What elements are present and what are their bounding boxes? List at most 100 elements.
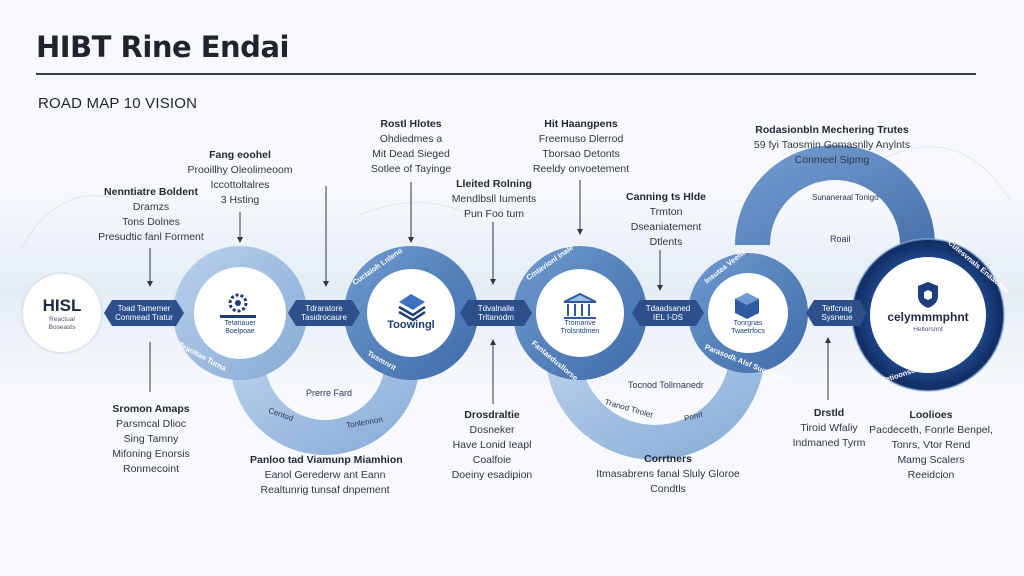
top-3-line-4: Sotlee of Tayinge bbox=[370, 163, 452, 175]
chevron-1-label: Toad Tamemer Conmead Tratur bbox=[112, 304, 176, 322]
disc-3-line-1: Tromanve bbox=[564, 320, 596, 327]
chevron-4-label: Tdaadsaned IEL I-DS bbox=[640, 304, 696, 322]
top-1-line-1: Nenntiatre Boldent bbox=[104, 186, 198, 198]
top-1-line-4: Presudtic fanl Forment bbox=[98, 231, 204, 243]
bottom-2-line-2: Eanol Gerederw ant Eann bbox=[264, 469, 386, 481]
bottom-4-line-1: Corrtners bbox=[644, 453, 692, 465]
book-stack-icon bbox=[398, 294, 426, 322]
start-node-sub-1: Reactual bbox=[49, 316, 75, 323]
bottom-2-line-1: Panloo tad Viamunp Miamhion bbox=[250, 454, 403, 466]
chevron-5-label: Tetfcnag Sysneue bbox=[812, 304, 862, 322]
chevron-2-label: Tdraratore Tasidrocaure bbox=[296, 304, 352, 322]
bottom-4-line-2: Itmasabrens fanal Sluly Gloroe bbox=[596, 468, 740, 480]
page-title: HIBT Rine Endai bbox=[36, 30, 289, 64]
end-node-sub: Hetlorsnnt bbox=[913, 326, 943, 333]
connector-lines bbox=[149, 180, 829, 404]
chevron-4-line-2: IEL I-DS bbox=[653, 313, 683, 322]
title-divider bbox=[36, 73, 976, 75]
arc-1-center-annotation: Prerre Fard bbox=[306, 388, 353, 398]
bottom-2-line-3: Realtunrig tunsaf dnpement bbox=[260, 484, 390, 496]
bottom-text-block-6: Loolioes Pacdeceth, Fonrle Benpel, Tonrs… bbox=[866, 408, 996, 483]
chevron-3-line-2: Trltanodm bbox=[478, 313, 514, 322]
bottom-1-line-4: Mifoning Enorsis bbox=[112, 448, 190, 460]
top-6-line-4: Dtlents bbox=[649, 236, 683, 248]
bottom-3-line-2: Dosneker bbox=[469, 424, 515, 436]
top-2-line-2: Prooillhy Oleolimeoom bbox=[187, 164, 293, 176]
page-subtitle: ROAD MAP 10 VISION bbox=[38, 95, 198, 112]
start-node bbox=[21, 272, 103, 354]
arrowheads bbox=[147, 229, 831, 345]
disc-1-bg bbox=[194, 267, 286, 359]
top-text-block-3: Rostl Hlotes Ohdiedmes a Mit Dead Sieged… bbox=[358, 117, 464, 177]
bottom-6-line-1: Loolioes bbox=[909, 409, 953, 421]
disc-2-line-1: Toowingl bbox=[387, 319, 435, 331]
bottom-3-line-1: Drosdraltie bbox=[464, 409, 520, 421]
bottom-1-line-2: Parsmcal Dlioc bbox=[115, 418, 186, 430]
bottom-text-block-2: Panloo tad Viamunp Miamhion Eanol Gerede… bbox=[250, 453, 403, 498]
top-text-block-5: Hit Haangpens Freemuso Dlerrod Tborsao D… bbox=[526, 117, 636, 177]
top-2-line-1: Fang eoohel bbox=[209, 149, 271, 161]
top-5-line-2: Freemuso Dlerrod bbox=[538, 133, 624, 145]
bottom-text-block-4: Corrtners Itmasabrens fanal Sluly Gloroe… bbox=[590, 452, 746, 497]
chevron-2-line-1: Tdraratore bbox=[305, 304, 343, 313]
top-5-line-4: Reeldy onvoetement bbox=[532, 163, 630, 175]
top-3-line-1: Rostl Hlotes bbox=[380, 118, 442, 130]
disc-3-label: Tromanve Trolsntdmen bbox=[546, 320, 614, 336]
disc-4-line-2: Twaetrfocs bbox=[731, 328, 765, 335]
end-node-disc bbox=[870, 257, 986, 373]
disc-4-line-1: Tonrgnas bbox=[733, 320, 763, 327]
top-6-line-2: Trmton bbox=[649, 206, 683, 218]
bottom-text-block-5: Drstld Tiroid Wfaliy Indmaned Tyrm bbox=[784, 406, 874, 451]
top-7-line-1: Rodasionbln Mechering Trutes bbox=[755, 124, 909, 136]
building-icon bbox=[563, 292, 597, 319]
disc-4-label: Tonrgnas Twaetrfocs bbox=[716, 320, 780, 336]
bottom-6-line-5: Reeidcion bbox=[907, 469, 955, 481]
bottom-text-block-1: Sromon Amaps Parsmcal Dlioc Sing Tamny M… bbox=[96, 402, 206, 477]
top-6-line-1: Canning ts Hlde bbox=[626, 191, 706, 203]
top-7-line-3: Conmeel Sipmg bbox=[794, 154, 870, 166]
bottom-1-line-3: Sing Tamny bbox=[123, 433, 179, 445]
bottom-6-line-4: Mamg Scalers bbox=[897, 454, 965, 466]
top-2-line-3: Iccottoltalres bbox=[210, 179, 270, 191]
bottom-5-line-1: Drstld bbox=[813, 407, 845, 419]
top-2-line-4: 3 Hsting bbox=[220, 194, 260, 206]
chevron-5-line-1: Tetfcnag bbox=[821, 304, 853, 313]
chevrons bbox=[104, 300, 866, 326]
chevron-4-line-1: Tdaadsaned bbox=[645, 304, 691, 313]
shield-cube-icon bbox=[918, 282, 938, 308]
top-6-line-3: Dseaniatement bbox=[630, 221, 702, 233]
bottom-5-line-2: Tiroid Wfaliy bbox=[800, 422, 858, 434]
bottom-3-line-4: Coalfoie bbox=[472, 454, 512, 466]
disc-1-line-2: Boelpoae bbox=[225, 328, 255, 335]
top-4-line-3: Pun Foo tum bbox=[463, 208, 525, 220]
disc-3-bg bbox=[536, 269, 624, 357]
bottom-5-line-3: Indmaned Tyrm bbox=[792, 437, 866, 449]
lower-arc-1 bbox=[230, 360, 420, 455]
chevron-2-line-2: Tasidrocaure bbox=[301, 313, 347, 322]
disc-1-label: Tetanauer Boelpoae bbox=[206, 320, 274, 336]
cube-icon bbox=[735, 293, 759, 319]
chevron-3-label: Tdvalnaile Trltanodm bbox=[468, 304, 524, 322]
chevron-5-line-2: Sysneue bbox=[821, 313, 853, 322]
end-node-label: celymmmphnt bbox=[887, 310, 969, 324]
top-4-line-2: Mendlbsll Iuments bbox=[451, 193, 537, 205]
top-7-line-2: 59 fyi Taosmin Gomasnlly Anylnts bbox=[753, 139, 911, 151]
end-node-label-group: celymmmphnt Hetlorsnnt bbox=[874, 310, 982, 333]
disc-3-line-2: Trolsntdmen bbox=[560, 328, 600, 335]
top-5-line-3: Tborsao Detonts bbox=[542, 148, 620, 160]
top-3-line-3: Mit Dead Sieged bbox=[372, 148, 450, 160]
top-1-line-3: Tons Dolnes bbox=[122, 216, 180, 228]
top-text-block-1: Nenntiatre Boldent Dramzs Tons Dolnes Pr… bbox=[96, 185, 206, 245]
top-text-block-6: Canning ts Hlde Trmton Dseaniatement Dtl… bbox=[614, 190, 718, 250]
start-node-sub-2: Boseasts bbox=[48, 324, 76, 331]
gear-board-icon bbox=[220, 293, 256, 318]
bottom-6-line-2: Pacdeceth, Fonrle Benpel, bbox=[869, 424, 993, 436]
top-5-line-1: Hit Haangpens bbox=[544, 118, 618, 130]
bottom-3-line-5: Doeiny esadipion bbox=[451, 469, 533, 481]
start-node-label-group: HISL Reactual Boseasts bbox=[30, 296, 94, 332]
top-4-line-1: Lleited Rolning bbox=[456, 178, 532, 190]
start-node-label: HISL bbox=[42, 296, 82, 315]
background-arcs bbox=[19, 146, 1011, 251]
bottom-1-line-5: Ronmecoint bbox=[122, 463, 180, 475]
